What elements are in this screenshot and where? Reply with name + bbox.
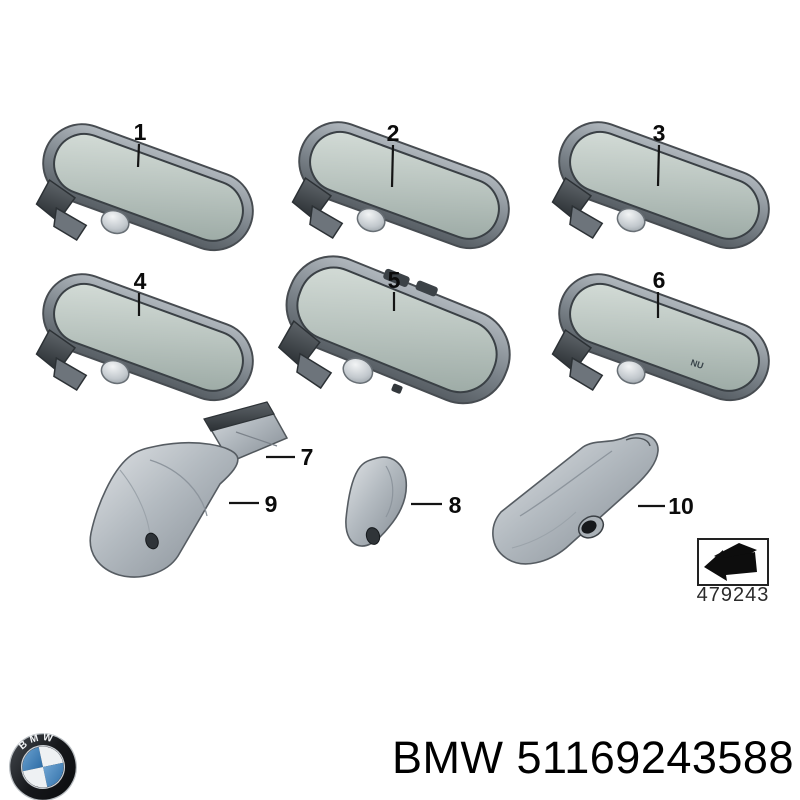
part-small-cover-8 (345, 456, 408, 547)
leader-line-1 (136, 143, 141, 168)
brand-text: BMW (392, 732, 504, 783)
part-base-cover-9 (89, 441, 239, 578)
part-label-2: 2 (387, 120, 400, 146)
logo-quadrant-blue-br (43, 762, 64, 788)
logo-quadrant-white-bl (22, 767, 48, 788)
part-label-3: 3 (653, 120, 666, 146)
part-long-cover-10 (492, 433, 659, 565)
part-mirror-6: NU (535, 262, 781, 445)
reference-code: 479243 (697, 584, 770, 606)
logo-quadrant-white-tr (38, 746, 64, 767)
part-label-5: 5 (388, 267, 401, 293)
leader-line-2 (390, 144, 395, 188)
bmw-logo: BMW (9, 729, 77, 800)
part-number: 51169243588 (516, 732, 794, 783)
compass-display-label: NU (689, 357, 704, 371)
leader-line-3 (656, 144, 661, 187)
part-label-1: 1 (134, 119, 147, 145)
logo-quadrant-blue-tl (22, 746, 43, 772)
arrow-3d-left-icon (704, 543, 757, 581)
part-label-9: 9 (265, 491, 278, 517)
part-label-4: 4 (134, 268, 147, 294)
part-label-8: 8 (449, 492, 462, 518)
part-label-7: 7 (301, 444, 314, 470)
part-label-10: 10 (668, 493, 694, 519)
part-label-6: 6 (653, 267, 666, 293)
part-number-line: BMW 51169243588 (392, 732, 794, 784)
diagram-reference: 479243 (697, 538, 770, 606)
